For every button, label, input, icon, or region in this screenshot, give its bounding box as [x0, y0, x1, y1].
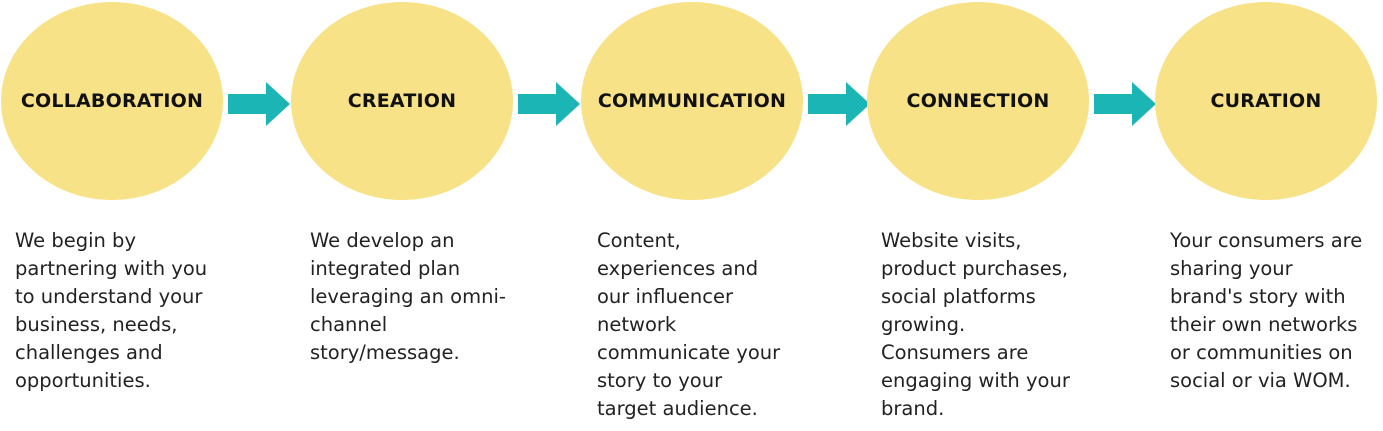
step-title-connection: CONNECTION	[906, 90, 1050, 112]
step-description-communication: Content, experiences and our influencer …	[597, 229, 781, 420]
arrow-right-icon	[808, 82, 870, 126]
arrow-right-icon	[228, 82, 290, 126]
step-description-collaboration: We begin by partnering with you to under…	[15, 229, 208, 392]
arrow-right-icon	[518, 82, 580, 126]
step-circle-creation: CREATION	[291, 2, 513, 200]
arrow-right-icon	[1094, 82, 1156, 126]
step-title-communication: COMMUNICATION	[597, 90, 787, 112]
step-title-creation: CREATION	[347, 90, 457, 112]
step-description-connection: Website visits, product purchases, socia…	[881, 229, 1070, 420]
step-description-curation: Your consumers are sharing your brand's …	[1170, 229, 1363, 392]
step-circle-collaboration: COLLABORATION	[1, 2, 223, 200]
step-description-creation: We develop an integrated plan leveraging…	[310, 229, 506, 364]
step-circle-communication: COMMUNICATION	[581, 2, 803, 200]
step-title-collaboration: COLLABORATION	[20, 90, 204, 112]
step-circle-curation: CURATION	[1155, 2, 1377, 200]
step-title-curation: CURATION	[1210, 90, 1322, 112]
step-circle-connection: CONNECTION	[867, 2, 1089, 200]
